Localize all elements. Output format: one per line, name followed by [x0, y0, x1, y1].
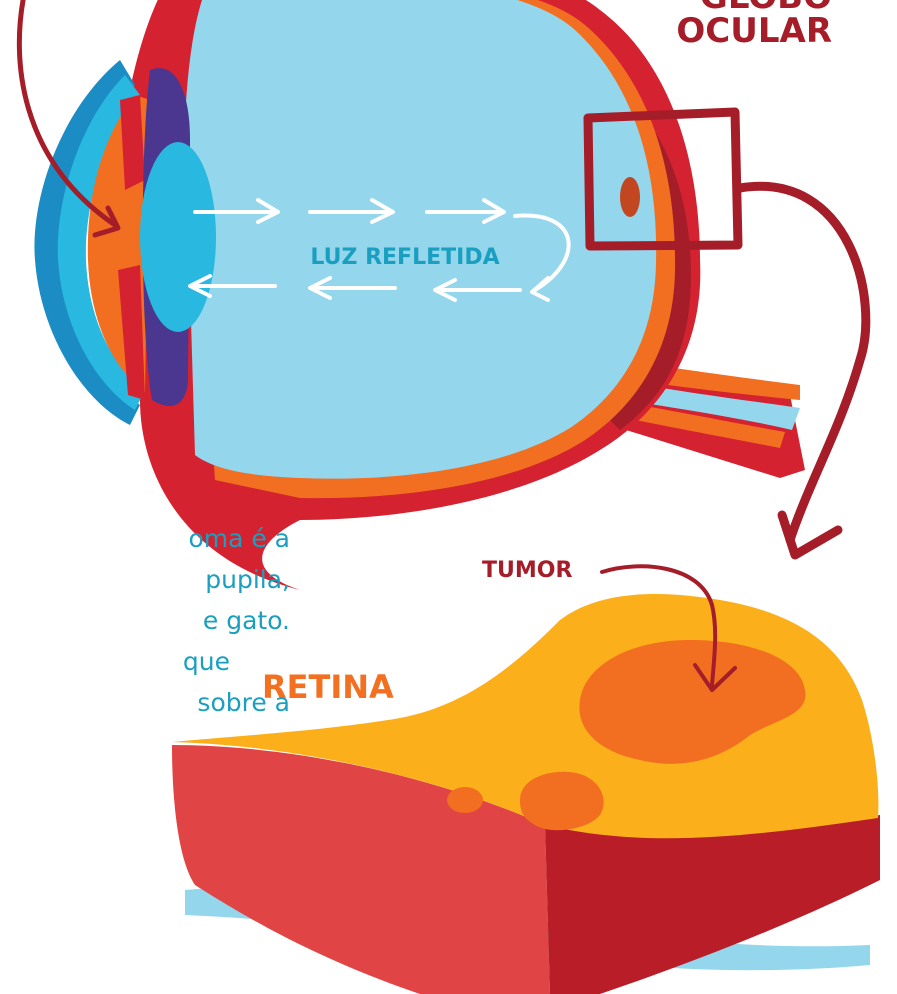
retina-spot [520, 771, 604, 831]
cornea-outer [34, 60, 140, 425]
reflected-light-arrows [188, 213, 571, 302]
description-line: oma é a [188, 524, 290, 553]
tumor-arrow-icon [600, 564, 718, 687]
description-line: pupila, [205, 565, 290, 594]
reflected-light-label: LUZ REFLETIDA [310, 245, 499, 270]
box-to-retina-arrowhead-icon [777, 510, 843, 560]
eyeball-icon [16, 0, 871, 590]
tumor-spot [620, 177, 640, 217]
retina-label: RETINA [262, 668, 394, 706]
cornea-inner [57, 75, 145, 410]
description-line: que [182, 647, 230, 676]
retina-tumor [579, 640, 806, 764]
curved-arrow-head-icon [92, 205, 121, 238]
retina-side-face [545, 815, 880, 994]
highlight-box [583, 107, 743, 251]
retina-icon [172, 564, 880, 994]
retina-spot-small [447, 787, 483, 813]
description-line: sobre a [197, 688, 290, 717]
description-paragraph: oma é a pupila, e gato. que sobre a [0, 518, 290, 728]
eyeball-label-line1: GLOBO [700, 0, 832, 17]
lens [140, 142, 216, 332]
tumor-label: TUMOR [482, 558, 572, 583]
incoming-light-arrows [193, 198, 506, 224]
eyeball-label-line2: OCULAR [676, 11, 832, 51]
box-to-retina-arrow-icon [735, 181, 871, 545]
iris-red-lower [118, 265, 145, 400]
iris-red [120, 95, 145, 190]
tumor-arrowhead-icon [693, 663, 737, 692]
curved-arrow-icon [16, 0, 118, 228]
optic-nerve-orange-band-2 [610, 400, 785, 448]
vitreous-body [185, 0, 657, 479]
description-line: e gato. [202, 606, 290, 635]
